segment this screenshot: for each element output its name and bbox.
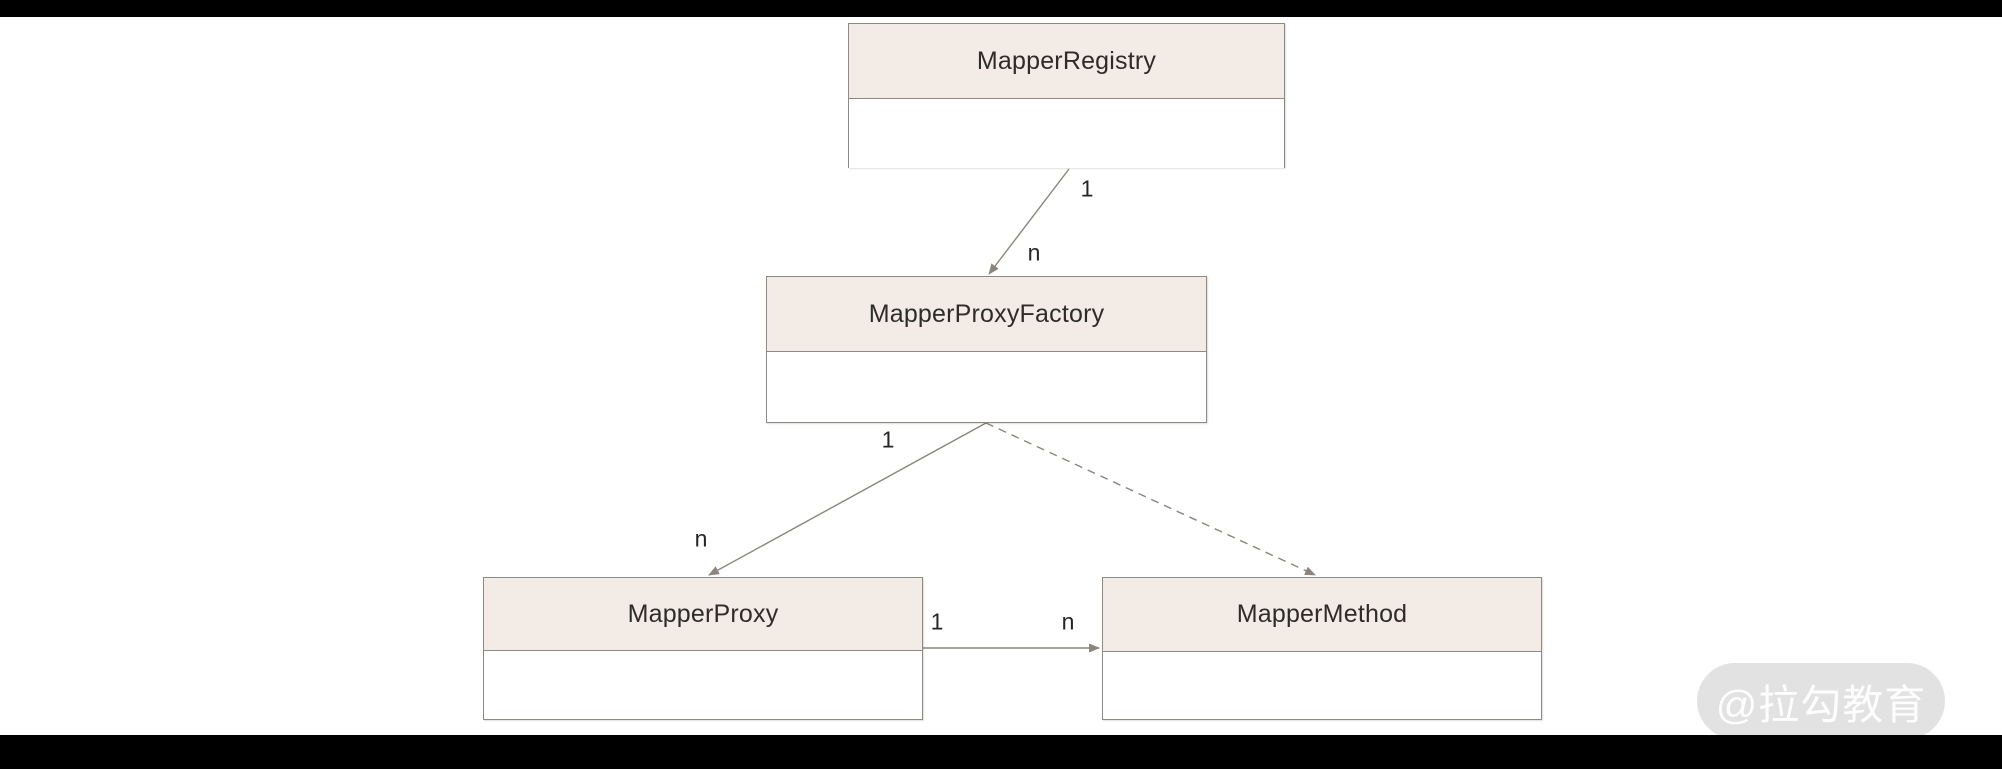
connector-factory-to-method-dashed xyxy=(985,422,1316,576)
class-body-mapper-proxy xyxy=(484,651,922,718)
multiplicity-method-end: n xyxy=(1061,608,1075,635)
class-title-mapper-registry: MapperRegistry xyxy=(849,24,1284,99)
class-title-mapper-proxy: MapperProxy xyxy=(484,578,922,651)
class-box-mapper-proxy: MapperProxy xyxy=(483,577,923,720)
connector-factory-to-proxy xyxy=(708,422,987,576)
multiplicity-proxy-end-to-method: 1 xyxy=(930,608,944,635)
letterbox-bar-top xyxy=(0,0,2002,17)
letterbox-bar-bottom xyxy=(0,735,2002,769)
class-body-mapper-method xyxy=(1103,652,1541,718)
class-box-mapper-method: MapperMethod xyxy=(1102,577,1542,720)
connector-registry-to-factory xyxy=(988,168,1070,275)
class-box-mapper-registry: MapperRegistry xyxy=(848,23,1285,168)
watermark-badge: @拉勾教育 xyxy=(1697,663,1945,739)
multiplicity-proxy-end: n xyxy=(694,525,708,552)
multiplicity-factory-end-to-proxy: 1 xyxy=(881,426,895,453)
class-title-mapper-proxy-factory: MapperProxyFactory xyxy=(767,277,1206,352)
multiplicity-registry-end: 1 xyxy=(1080,175,1094,202)
multiplicity-factory-end-from-registry: n xyxy=(1027,239,1041,266)
class-title-mapper-method: MapperMethod xyxy=(1103,578,1541,652)
class-box-mapper-proxy-factory: MapperProxyFactory xyxy=(766,276,1207,423)
class-body-mapper-proxy-factory xyxy=(767,352,1206,421)
watermark-text: @拉勾教育 xyxy=(1715,682,1927,728)
class-body-mapper-registry xyxy=(849,99,1284,168)
